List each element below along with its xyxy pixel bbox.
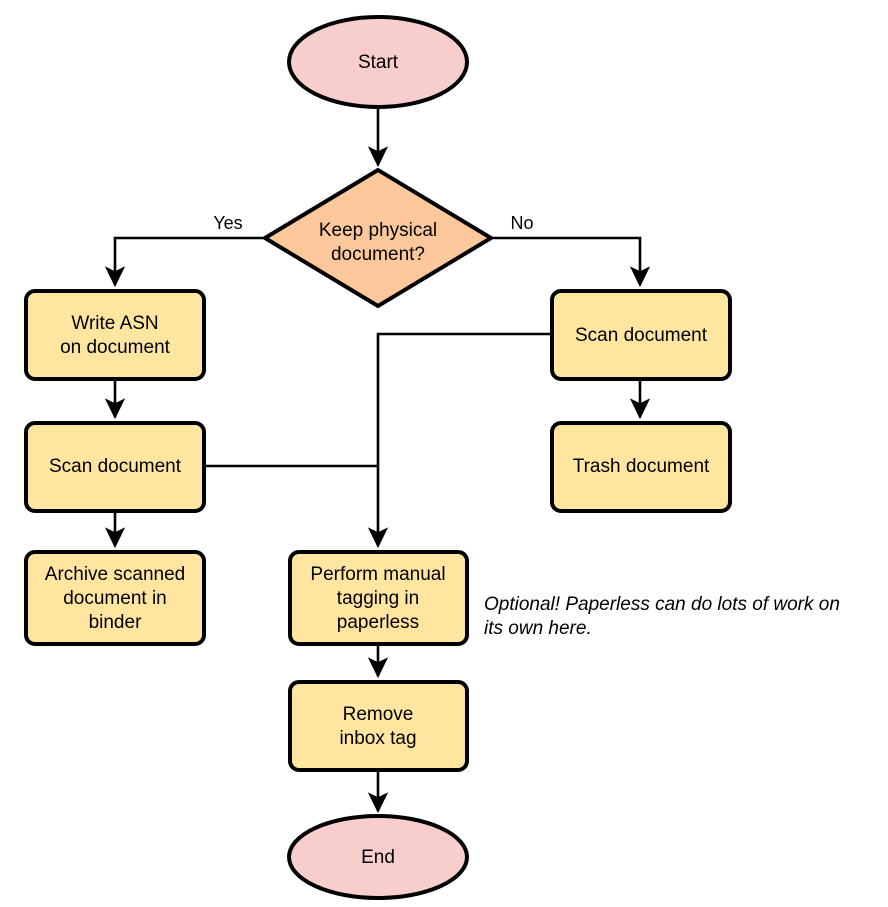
node-scan-document-left[interactable]: Scan document [24,421,206,513]
scan-document-left-box[interactable] [24,421,206,513]
tagging-label-line-2: tagging in [337,588,419,609]
tagging-label-line-1: Perform manual [310,564,445,585]
edge-label-yes: Yes [213,213,242,233]
scan-document-right-box[interactable] [550,289,732,381]
node-remove-inbox-tag[interactable]: Remove inbox tag [288,680,469,772]
write-asn-label-line-1: Write ASN [71,313,158,334]
node-scan-document-right[interactable]: Scan document [550,289,732,381]
archive-label-line-3: binder [89,612,142,633]
annotation-optional-note: Optional! Paperless can do lots of work … [484,594,840,639]
archive-label-line-2: document in [63,588,167,609]
node-layer: Start Keep physical document? Write ASN … [24,15,732,900]
write-asn-label-line-2: on document [60,337,171,358]
decision-label-line-1: Keep physical [319,220,437,241]
end-label: End [361,847,395,868]
node-write-asn[interactable]: Write ASN on document [24,289,206,381]
write-asn-box[interactable] [24,289,206,381]
edge-decision-no [491,236,651,288]
archive-box[interactable] [24,550,206,646]
decision-diamond[interactable] [263,168,493,308]
edge-decision-yes [104,236,265,288]
start-ellipse[interactable] [287,15,469,109]
node-start[interactable]: Start [287,15,469,109]
tagging-label-line-3: paperless [337,612,419,633]
remove-inbox-tag-box[interactable] [288,680,469,772]
archive-label-line-1: Archive scanned [45,564,185,585]
trash-document-label: Trash document [573,456,710,477]
node-perform-manual-tagging[interactable]: Perform manual tagging in paperless [288,550,469,646]
edge-label-layer: Yes No [213,213,533,233]
end-ellipse[interactable] [287,814,469,900]
edge-scan-right-to-tagging [367,332,552,549]
edge-label-no: No [510,213,533,233]
node-end[interactable]: End [287,814,469,900]
decision-label-line-2: document? [331,244,425,265]
annotation-line-1: Optional! Paperless can do lots of work … [484,594,840,615]
scan-document-left-label: Scan document [49,456,182,477]
scan-document-right-label: Scan document [575,325,708,346]
remove-inbox-tag-label-line-2: inbox tag [339,728,416,749]
remove-inbox-tag-label-line-1: Remove [343,704,414,725]
node-trash-document[interactable]: Trash document [550,421,732,513]
annotation-line-2: its own here. [484,618,592,639]
node-decision-keep-physical-document[interactable]: Keep physical document? [263,168,493,308]
node-archive-scanned-document[interactable]: Archive scanned document in binder [24,550,206,646]
edge-layer [104,107,651,814]
tagging-box[interactable] [288,550,469,646]
trash-document-box[interactable] [550,421,732,513]
start-label: Start [358,52,399,73]
